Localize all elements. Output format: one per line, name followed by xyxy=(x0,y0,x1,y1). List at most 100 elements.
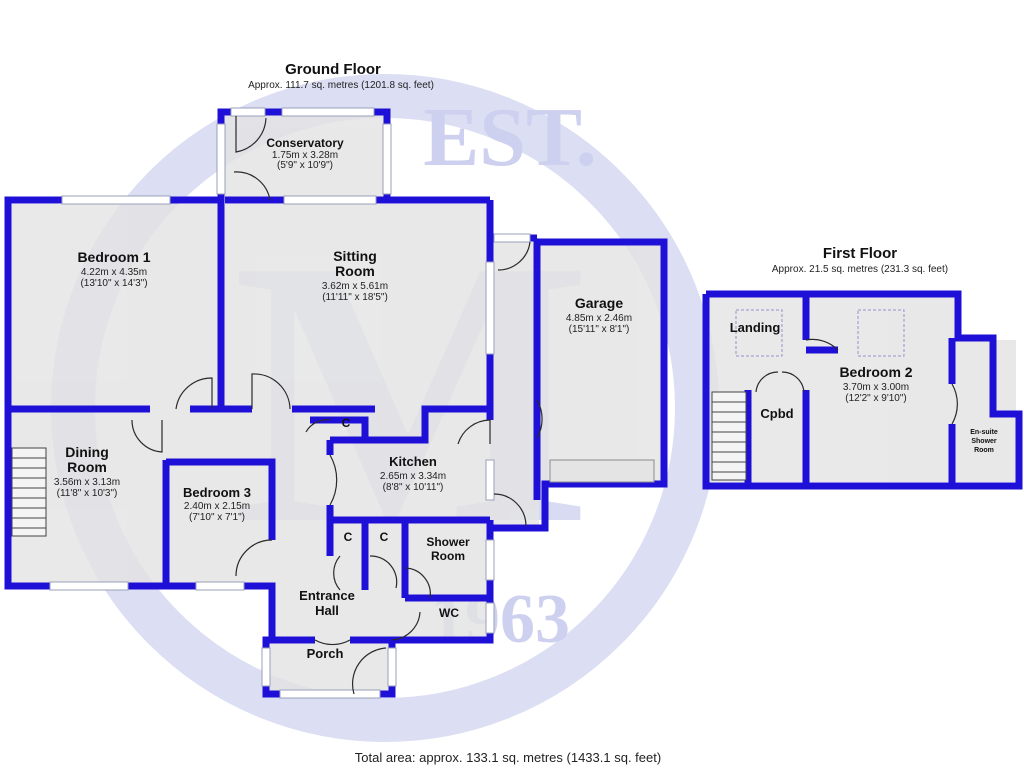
bedroom3-area xyxy=(166,464,272,584)
porch-area xyxy=(268,640,390,692)
landing-name: Landing xyxy=(730,320,781,335)
landing-skylight xyxy=(735,309,783,357)
ground-floor-stairs xyxy=(11,447,47,537)
garage-area xyxy=(539,242,662,482)
bedroom1-metric: 4.22m x 4.35m xyxy=(81,267,147,278)
ground-floor-title: Ground Floor xyxy=(285,61,381,78)
garage-metric: 4.85m x 2.46m xyxy=(566,313,632,324)
porch-inner-door xyxy=(314,639,351,646)
conservatory-window-top-left xyxy=(230,107,266,117)
kitchen-imperial: (8'8" x 10'11") xyxy=(383,482,444,493)
wc-door xyxy=(391,611,421,641)
sitting-room-door xyxy=(251,373,291,410)
entrance-hall-area xyxy=(272,464,330,640)
porch-window-right xyxy=(387,647,397,687)
garage-imperial: (15'11" x 8'1") xyxy=(569,324,630,335)
bedroom2-door xyxy=(805,338,839,351)
cupboard-label-1: C xyxy=(342,416,351,430)
bedroom2-metric: 3.70m x 3.00m xyxy=(843,382,909,393)
conservatory-door xyxy=(235,116,267,153)
first-floor-area: Approx. 21.5 sq. metres (231.3 sq. feet) xyxy=(772,264,948,275)
dining-room-name-2: Room xyxy=(67,459,107,475)
ensuite-name-3: Room xyxy=(974,447,994,454)
cpbd-name: Cpbd xyxy=(760,406,793,421)
dining-door xyxy=(131,419,163,453)
dining-room-imperial: (11'8" x 10'3") xyxy=(57,488,118,499)
ground-floor-rooms xyxy=(11,112,662,692)
skylights xyxy=(735,309,905,357)
kitchen-name: Kitchen xyxy=(389,454,437,469)
cupboard-door xyxy=(305,419,331,433)
bedroom3-window xyxy=(195,581,245,591)
dining-window xyxy=(49,581,129,591)
porch-window-left xyxy=(261,647,271,687)
sitting-room-name-2: Room xyxy=(335,263,375,279)
conservatory-name: Conservatory xyxy=(266,136,344,150)
kitchen-metric: 2.65m x 3.34m xyxy=(380,471,446,482)
shower-window xyxy=(485,539,495,581)
first-floor-stairs xyxy=(711,391,747,481)
first-floor-title: First Floor xyxy=(823,245,897,262)
passage-rear-door xyxy=(493,493,527,527)
sitting-room-imperial: (11'11" x 18'5") xyxy=(322,292,388,303)
shower-room-name-1: Shower xyxy=(426,535,470,549)
bedroom3-imperial: (7'10" x 7'1") xyxy=(189,512,245,523)
hall-lower-area xyxy=(330,520,490,640)
bedroom1-window xyxy=(61,195,171,205)
room-labels: Conservatory 1.75m x 3.28m (5'9" x 10'9"… xyxy=(54,136,998,661)
shower-door xyxy=(404,567,431,599)
watermark-est: EST. xyxy=(423,91,597,184)
windows xyxy=(49,107,655,699)
cupboard-label-3: C xyxy=(380,530,389,544)
conservatory-window-right xyxy=(382,123,392,195)
bedroom1-name: Bedroom 1 xyxy=(77,249,150,265)
bedroom3-door xyxy=(235,539,273,577)
sitting-room-metric: 3.62m x 5.61m xyxy=(322,281,388,292)
bedroom1-imperial: (13'10" x 14'3") xyxy=(80,278,147,289)
conservatory-inner-door xyxy=(233,171,271,201)
porch-window-front xyxy=(279,689,381,699)
entrance-hall-name-1: Entrance xyxy=(299,588,355,603)
cupboard1-door xyxy=(333,555,341,591)
kitchen-area xyxy=(330,440,491,520)
cupboard2-door xyxy=(369,555,398,589)
kitchen-window xyxy=(485,459,495,501)
conservatory-imperial: (5'9" x 10'9") xyxy=(277,160,333,171)
conservatory-area xyxy=(221,112,385,202)
ensuite-name-1: En-suite xyxy=(970,429,998,436)
porch-name: Porch xyxy=(307,646,344,661)
bedroom2-skylight xyxy=(857,309,905,357)
bedroom3-name: Bedroom 3 xyxy=(183,485,251,500)
dining-room-metric: 3.56m x 3.13m xyxy=(54,477,120,488)
bedroom1-door xyxy=(175,377,213,410)
entrance-hall-name-2: Hall xyxy=(315,603,339,618)
doors xyxy=(131,116,958,695)
sitting-room-name-1: Sitting xyxy=(333,248,377,264)
ground-floor-area: Approx. 111.7 sq. metres (1201.8 sq. fee… xyxy=(248,80,434,91)
kitchen-door xyxy=(329,454,338,506)
wc-window xyxy=(485,602,495,634)
conservatory-metric: 1.75m x 3.28m xyxy=(272,150,338,161)
first-floor-walls xyxy=(702,290,1023,490)
garage-inner-door xyxy=(536,399,543,439)
total-area: Total area: approx. 133.1 sq. metres (14… xyxy=(355,750,661,765)
shower-room-name-2: Room xyxy=(431,549,465,563)
bedroom1-area xyxy=(11,204,223,409)
bedroom2-name: Bedroom 2 xyxy=(839,364,912,380)
side-passage-area xyxy=(491,238,539,528)
sitting-room-area xyxy=(221,204,491,409)
garage-door xyxy=(549,459,655,483)
kitchen-garage-door xyxy=(457,419,491,445)
ensuite-door xyxy=(951,383,958,425)
sitting-side-window xyxy=(485,261,495,355)
passage-door xyxy=(497,241,531,271)
front-door xyxy=(351,647,387,695)
passage-window xyxy=(493,233,531,243)
conservatory-window-left xyxy=(216,123,226,195)
dining-room-name-1: Dining xyxy=(65,444,109,460)
sitting-room-window xyxy=(283,195,377,205)
cpbd-doors xyxy=(755,371,805,393)
cupboard-label-2: C xyxy=(344,530,353,544)
wc-name: WC xyxy=(439,606,459,620)
